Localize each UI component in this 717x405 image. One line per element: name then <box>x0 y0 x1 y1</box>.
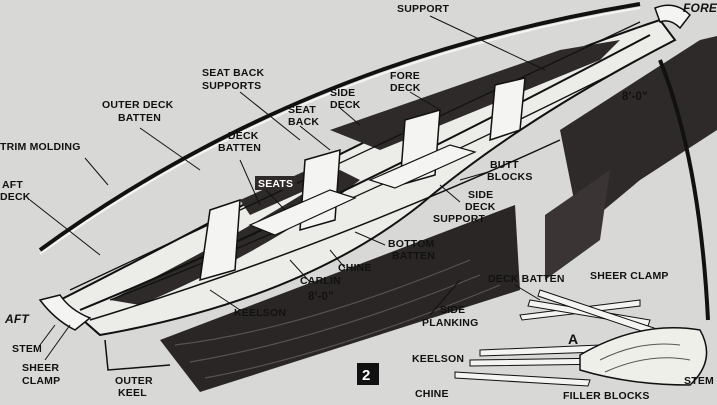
label-side-planking-2: PLANKING <box>422 317 478 329</box>
label-trim-molding: TRIM MOLDING <box>0 141 81 153</box>
label-outer-keel-1: OUTER <box>115 375 153 387</box>
label-aft: AFT <box>4 312 30 326</box>
label-detail-stem: STEM <box>684 375 714 387</box>
label-detail-keelson: KEELSON <box>412 353 464 365</box>
label-keelson: KEELSON <box>234 307 286 319</box>
label-seat-back-2: BACK <box>288 116 319 128</box>
label-seat-back-supports-2: SUPPORTS <box>202 80 261 92</box>
label-detail-chine: CHINE <box>415 388 449 400</box>
label-bottom-batten-1: BOTTOM <box>388 238 435 250</box>
label-stem: STEM <box>12 343 42 355</box>
label-length-lower: 8'-0" <box>308 291 334 303</box>
sheer-line-right <box>658 59 710 321</box>
outer-keel <box>104 339 171 371</box>
label-seat-back-1: SEAT <box>288 104 316 116</box>
figure-number-box <box>357 363 379 385</box>
chine-line <box>89 139 561 321</box>
label-deck-batten-2: BATTEN <box>218 142 261 154</box>
fore-stem <box>654 4 691 30</box>
label-sheer-clamp-2: CLAMP <box>22 375 60 387</box>
label-butt-blocks-1: BUTT <box>490 159 519 171</box>
seat-fore <box>368 144 477 189</box>
trim-molding-strip <box>38 2 641 252</box>
seat-aft <box>248 189 357 236</box>
label-length-upper: 8'-0" <box>622 91 648 103</box>
label-carlin: CARLIN <box>300 275 341 287</box>
label-seats: SEATS <box>258 178 293 190</box>
label-sheer-clamp-1: SHEER <box>22 362 59 374</box>
label-aft-deck-1: AFT <box>2 179 23 191</box>
trim-molding-highlight <box>39 7 641 255</box>
label-fore-deck-1: FORE <box>390 70 420 82</box>
label-outer-keel-2: KEEL <box>118 387 147 399</box>
label-detail-deck-batten: DECK BATTEN <box>488 273 565 285</box>
label-side-deck-2: DECK <box>330 99 361 111</box>
label-detail-filler-blocks: FILLER BLOCKS <box>563 390 650 402</box>
label-side-planking-1: SIDE <box>440 304 465 316</box>
label-outer-deck-batten-1: OUTER DECK <box>102 99 174 111</box>
label-fore: FORE <box>683 1 717 15</box>
label-outer-deck-batten-2: BATTEN <box>118 112 161 124</box>
label-detail-a: A <box>568 331 578 347</box>
label-bottom-batten-2: BATTEN <box>392 250 435 262</box>
label-support-top: SUPPORT <box>397 3 450 15</box>
label-butt-blocks-2: BLOCKS <box>487 171 533 183</box>
butt-block-panel <box>545 170 610 280</box>
label-chine: CHINE <box>338 262 372 274</box>
side-planking-lower <box>160 205 520 392</box>
interior-fore-dark <box>330 40 620 150</box>
label-side-deck-support-3: SUPPORT <box>433 213 486 225</box>
aft-stem <box>38 294 92 331</box>
seats-label-bg <box>255 176 297 190</box>
label-fore-deck-2: DECK <box>390 82 421 94</box>
leader-lines <box>29 15 546 361</box>
detail-a <box>454 289 708 387</box>
label-side-deck-1: SIDE <box>330 87 355 99</box>
figure-number: 2 <box>362 367 370 384</box>
label-aft-deck-2: DECK <box>0 191 31 203</box>
label-side-deck-support-2: DECK <box>465 201 496 213</box>
label-detail-sheer-clamp: SHEER CLAMP <box>590 270 669 282</box>
label-deck-batten-1: DECK <box>228 130 259 142</box>
wood-grain-lines <box>174 259 501 379</box>
label-seat-back-supports-1: SEAT BACK <box>202 67 264 79</box>
label-side-deck-support-1: SIDE <box>468 189 493 201</box>
